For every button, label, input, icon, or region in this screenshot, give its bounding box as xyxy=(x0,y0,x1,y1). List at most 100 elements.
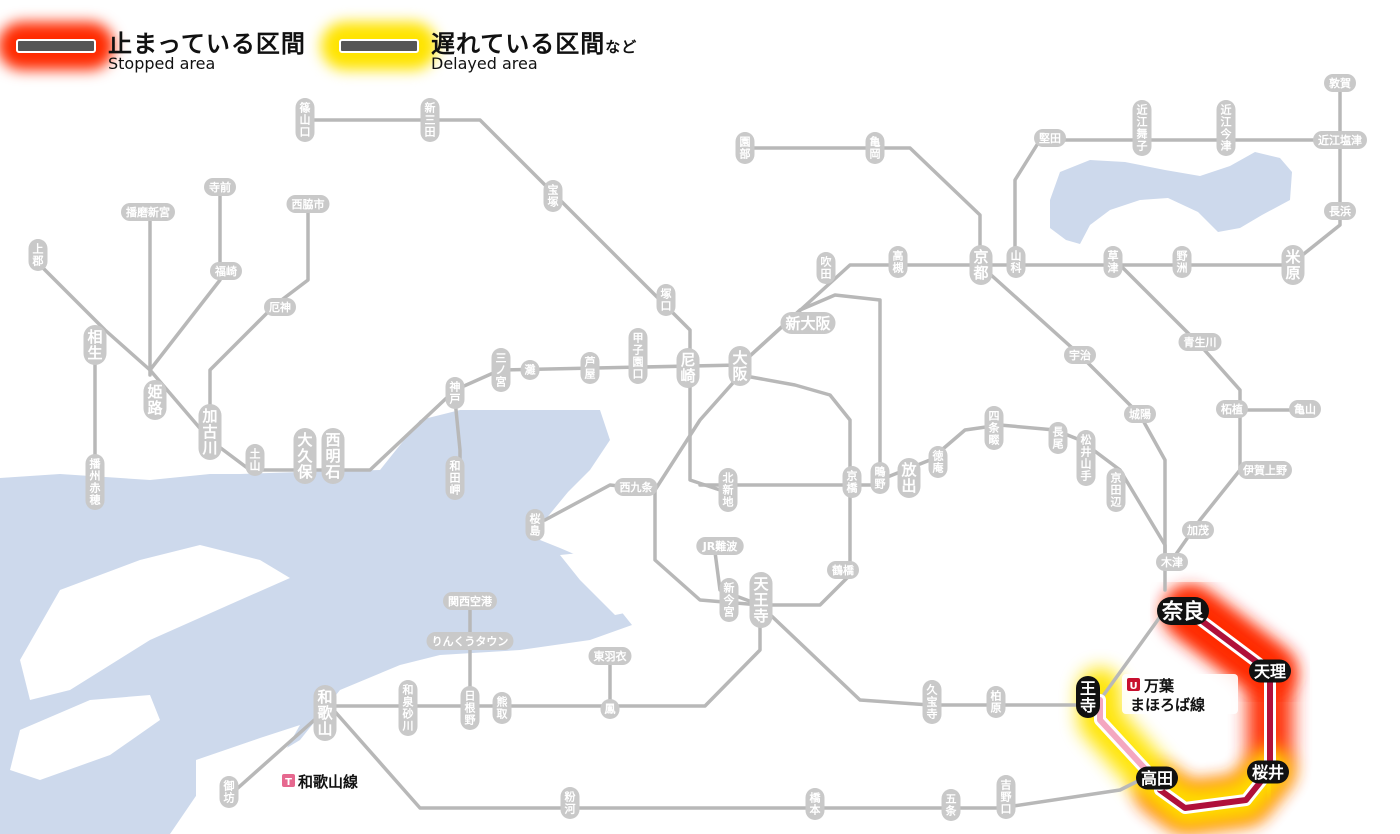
station-label-bg xyxy=(445,456,465,500)
station-長浜: 長浜 xyxy=(1324,202,1356,220)
station-name: 塚口 xyxy=(661,287,672,313)
station-label-bg xyxy=(1156,553,1188,571)
station-亀山: 亀山 xyxy=(1289,400,1321,418)
station-山科: 山科 xyxy=(1006,246,1026,278)
station-塚口: 塚口 xyxy=(656,284,676,316)
delayed-label-en: Delayed area xyxy=(431,54,538,73)
station-label-bg xyxy=(1124,405,1156,423)
line-badges: U 万葉 まほろば線 T 和歌山線 xyxy=(278,674,1238,792)
station-JR難波: JR難波 xyxy=(696,537,744,555)
station-堅田: 堅田 xyxy=(1034,129,1066,147)
station-name: 新大阪 xyxy=(785,314,831,332)
station-天理: 天理 xyxy=(1249,659,1291,683)
station-label-bg xyxy=(321,428,345,484)
manyo-badge-name-2: まほろば線 xyxy=(1130,696,1205,714)
station-label-bg xyxy=(525,509,545,541)
station-label-bg xyxy=(426,632,514,650)
station-天王寺: 天王寺 xyxy=(749,572,773,628)
station-name: りんくうタウン xyxy=(432,635,509,648)
station-土山: 土山 xyxy=(245,444,265,476)
station-name: 土山 xyxy=(250,447,261,473)
manyo-badge-letter: U xyxy=(1129,681,1137,692)
station-label-bg xyxy=(204,178,236,196)
station-name: 放出 xyxy=(900,461,917,495)
station-name: 王寺 xyxy=(1080,679,1096,715)
station-label-bg xyxy=(1238,461,1292,479)
station-鴫野: 鴫野 xyxy=(870,462,890,494)
station-芦屋: 芦屋 xyxy=(580,352,600,384)
station-name: 加茂 xyxy=(1186,523,1209,537)
station-神戸: 神戸 xyxy=(445,377,465,409)
station-name: 篠山口 xyxy=(300,101,311,139)
station-西明石: 西明石 xyxy=(321,428,345,484)
station-関西空港: 関西空港 xyxy=(443,592,497,610)
station-近江塩津: 近江塩津 xyxy=(1313,131,1367,149)
station-粉河: 粉河 xyxy=(560,787,580,819)
station-name: 高槻 xyxy=(893,249,904,275)
station-label-bg xyxy=(922,680,942,724)
station-label-bg xyxy=(1324,202,1356,220)
station-label-bg xyxy=(897,458,921,498)
station-name: 近江塩津 xyxy=(1318,133,1362,147)
station-name: 新今宮 xyxy=(723,581,736,619)
station-新今宮: 新今宮 xyxy=(719,578,739,622)
station-name: JR難波 xyxy=(702,539,739,553)
line-kansai-east xyxy=(1118,263,1307,572)
station-和泉砂川: 和泉砂川 xyxy=(398,680,418,736)
station-京橋: 京橋 xyxy=(842,466,862,498)
station-name: 柏原 xyxy=(991,689,1002,715)
station-label-bg xyxy=(719,578,739,622)
station-name: 神戸 xyxy=(450,380,461,406)
station-name: 東羽衣 xyxy=(594,649,628,663)
station-label-bg xyxy=(28,239,48,271)
delayed-label-ja: 遅れている区間など xyxy=(431,24,637,59)
station-name: 御坊 xyxy=(223,779,235,805)
station-name: 相生 xyxy=(87,328,102,362)
station-京都: 京都 xyxy=(969,245,993,285)
station-新三田: 新三田 xyxy=(420,98,440,142)
station-name: 五条 xyxy=(945,793,958,818)
station-name: 城陽 xyxy=(1129,407,1151,421)
station-label-bg xyxy=(295,98,315,142)
station-name: 播磨新宮 xyxy=(126,205,170,219)
line-kakogawa xyxy=(208,203,310,442)
station-label-bg xyxy=(1106,468,1126,512)
station-label-bg xyxy=(1064,346,1096,364)
station-高田: 高田 xyxy=(1136,766,1178,790)
station-label-bg xyxy=(210,262,242,280)
station-name: 日根野 xyxy=(465,690,477,727)
station-label-bg xyxy=(1289,400,1321,418)
station-name: 三ノ宮 xyxy=(496,352,507,389)
station-五条: 五条 xyxy=(941,789,961,821)
station-name: 芦屋 xyxy=(585,355,596,381)
station-label-bg xyxy=(827,561,859,579)
station-label-bg xyxy=(1076,430,1096,486)
line-kyoto-main xyxy=(738,293,882,482)
station-label-bg xyxy=(560,787,580,819)
station-label-bg xyxy=(1247,760,1289,784)
station-name: 播州赤穂 xyxy=(89,457,102,507)
station-label-bg xyxy=(1281,245,1305,285)
station-大久保: 大久保 xyxy=(293,428,317,484)
station-label-bg xyxy=(614,478,658,496)
station-label-bg xyxy=(1157,597,1209,625)
station-奈良: 奈良 xyxy=(1157,597,1209,625)
station-name: 高田 xyxy=(1141,769,1173,788)
station-name: 宝塚 xyxy=(548,183,559,209)
station-name: 西脇市 xyxy=(292,197,325,211)
station-name: 亀山 xyxy=(1294,402,1316,416)
station-青生川: 青生川 xyxy=(1178,333,1222,351)
station-label-bg xyxy=(718,468,738,512)
station-name: 柘植 xyxy=(1220,402,1243,416)
station-徳庵: 徳庵 xyxy=(928,446,948,478)
station-灘: 灘 xyxy=(520,360,540,380)
station-加茂: 加茂 xyxy=(1182,521,1214,539)
station-label-bg xyxy=(816,252,836,284)
station-name: 和泉砂川 xyxy=(402,683,415,733)
station-label-bg xyxy=(1216,400,1248,418)
station-name: 灘 xyxy=(525,363,536,377)
station-厄神: 厄神 xyxy=(264,298,296,316)
station-label-bg xyxy=(460,686,480,730)
station-name: 上郡 xyxy=(32,242,44,268)
station-label-bg xyxy=(1324,74,1356,92)
